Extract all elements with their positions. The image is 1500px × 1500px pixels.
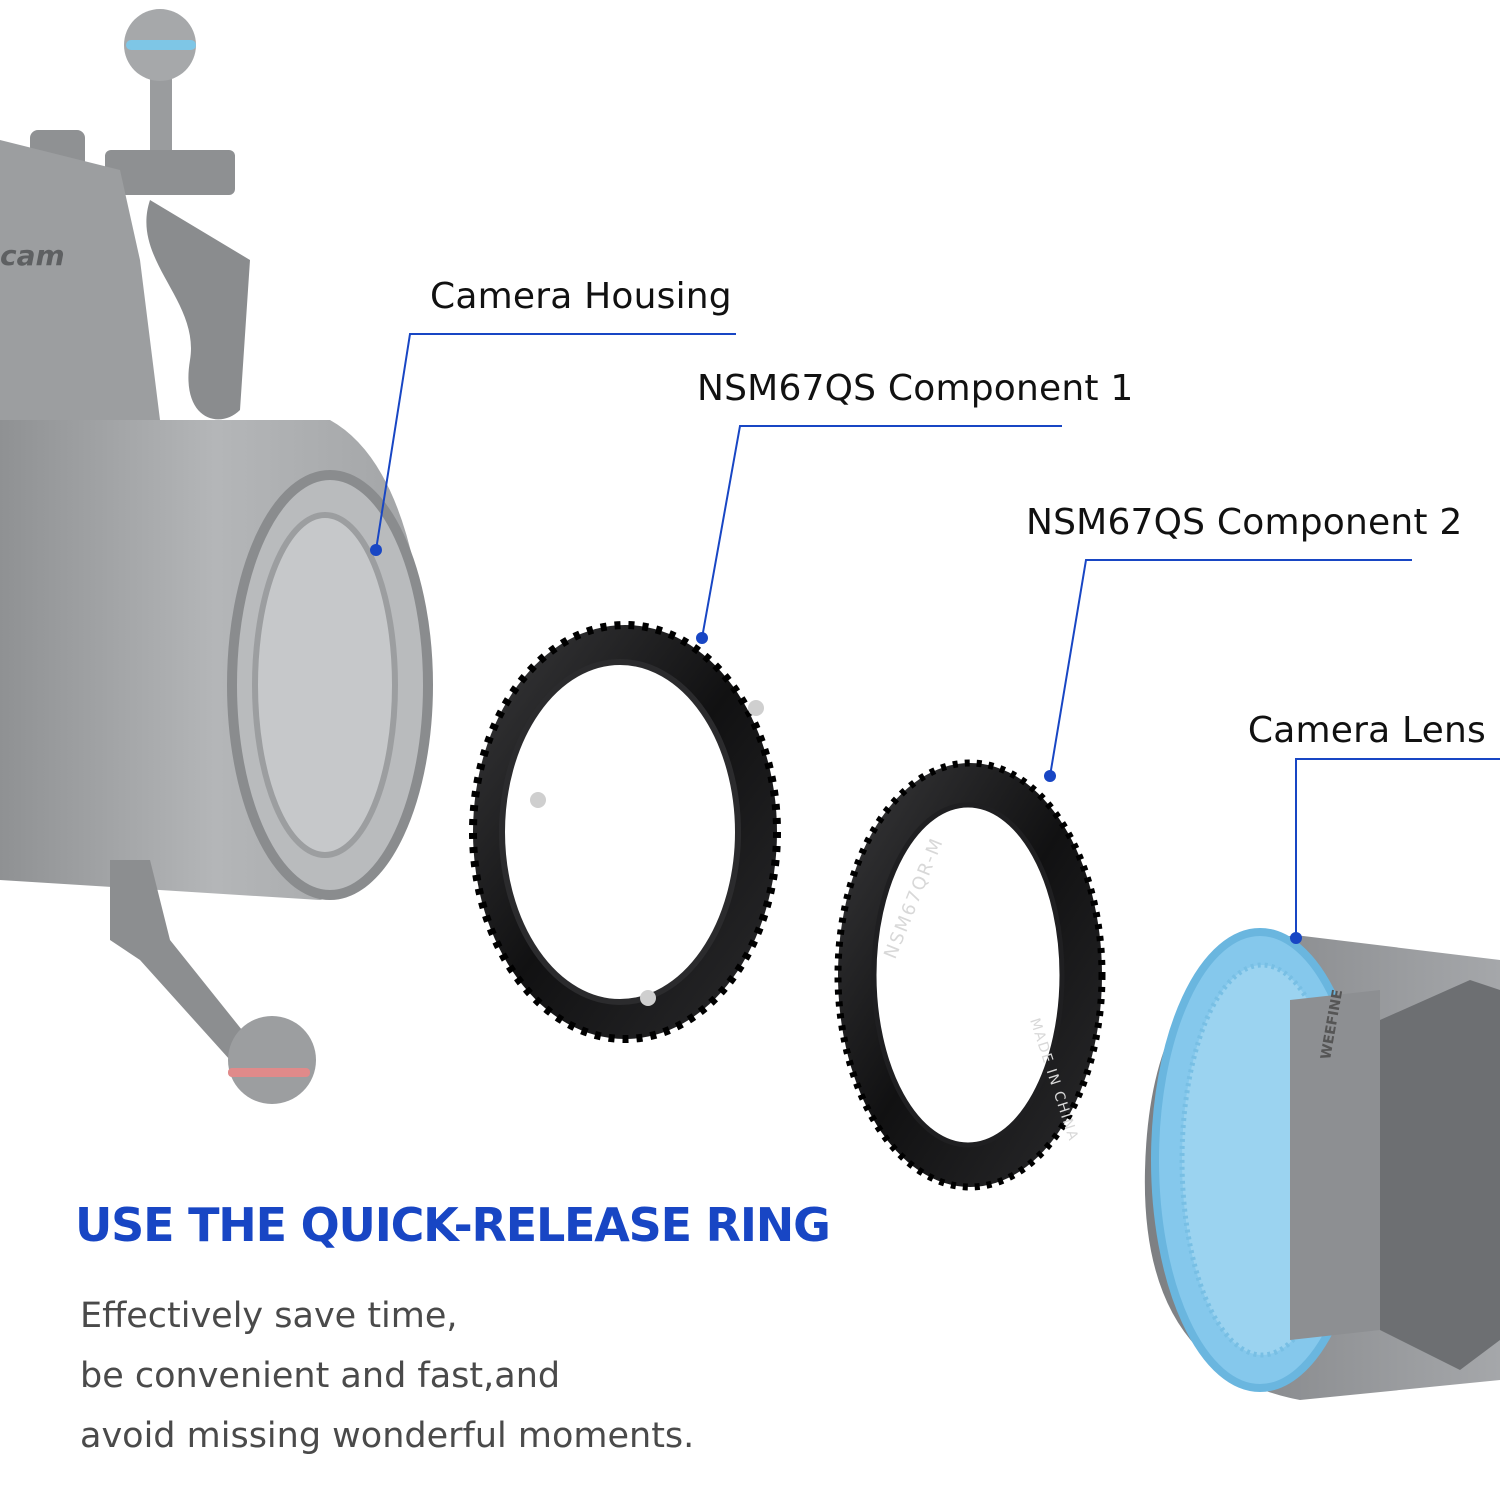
label-camera-lens: Camera Lens	[1247, 710, 1486, 751]
leader-dots	[370, 544, 1302, 944]
body-line: Effectively save time,	[80, 1296, 458, 1336]
leader-dot-housing	[370, 544, 382, 556]
leader-line-component-2	[1049, 559, 1412, 777]
label-component-2: NSM67QS Component 2	[1026, 502, 1463, 543]
svg-text:cam: cam	[0, 239, 65, 272]
label-camera-housing: Camera Housing	[430, 276, 732, 317]
leader-line-component-1	[701, 425, 1062, 639]
leader-line-lens	[1295, 758, 1500, 938]
leader-dot-component-2	[1044, 770, 1056, 782]
body-line: avoid missing wonderful moments.	[80, 1416, 695, 1456]
body-text: Effectively save time, be convenient and…	[80, 1286, 694, 1466]
leader-dot-lens	[1290, 932, 1302, 944]
component-1-ring	[469, 621, 781, 1043]
leader-line-housing	[375, 333, 736, 551]
headline: USE THE QUICK-RELEASE RING	[75, 1198, 831, 1252]
camera-housing: cam	[0, 9, 433, 1104]
body-line: be convenient and fast,and	[80, 1356, 561, 1396]
leader-lines	[375, 333, 1500, 938]
component-2-ring: NSM67QR-M MADE IN CHINA	[834, 759, 1106, 1191]
camera-lens: WEEFINE	[1144, 928, 1500, 1400]
label-component-1: NSM67QS Component 1	[697, 368, 1134, 409]
leader-dot-component-1	[696, 632, 708, 644]
